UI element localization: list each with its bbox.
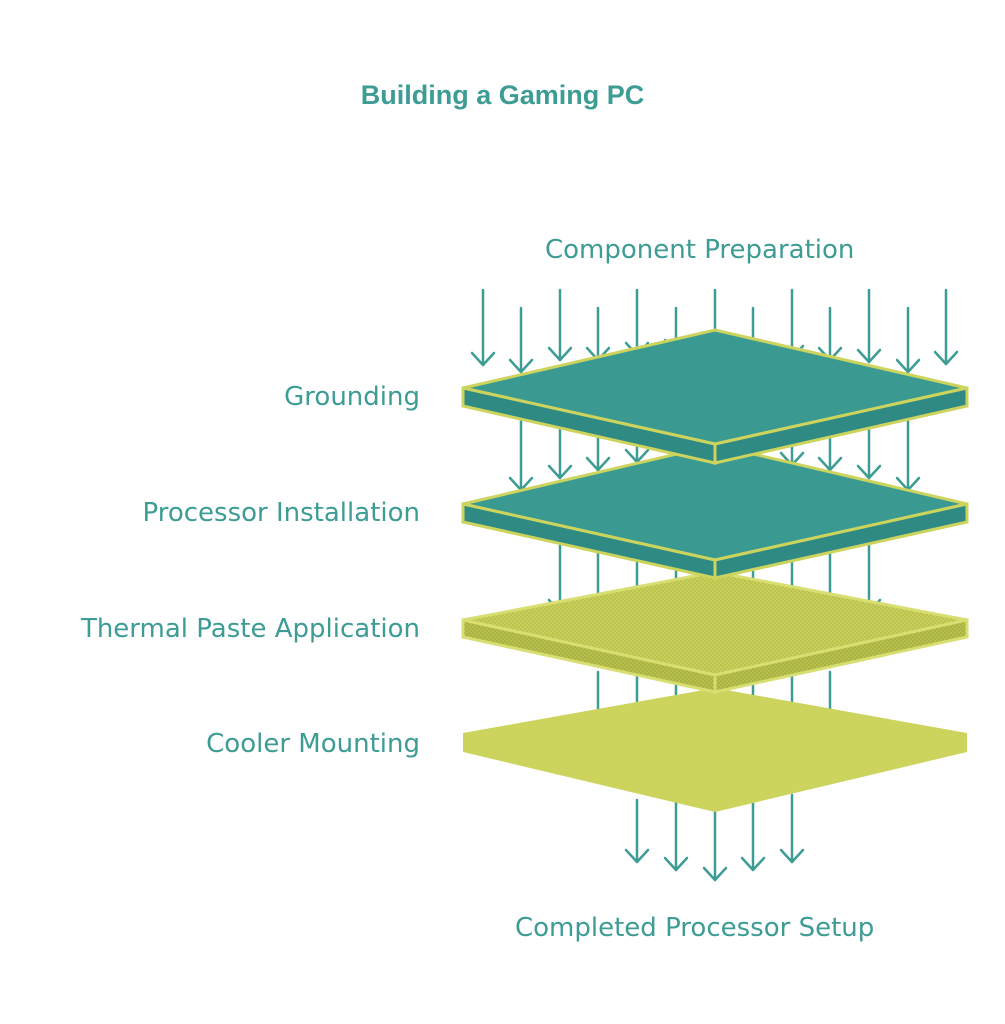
flow-arrow [740,798,766,872]
output-label: Completed Processor Setup [515,913,875,943]
flow-arrow [895,418,921,492]
input-label: Component Preparation [545,235,855,265]
layer-label-processor-installation: Processor Installation [142,498,421,528]
layer-grounding [461,328,969,465]
flow-arrow [508,306,534,374]
layer-cooler-mounting [463,688,967,812]
layer-label-thermal-paste-application: Thermal Paste Application [80,614,420,644]
flow-arrow [508,418,534,492]
layer-thermal-paste [461,570,969,694]
layer-processor-installation [461,443,969,580]
flow-arrow [933,288,959,366]
flow-arrow [547,288,573,362]
layer-label-cooler-mounting: Cooler Mounting [206,729,420,759]
flow-arrow [547,418,573,480]
layer-label-grounding: Grounding [284,382,420,412]
flow-arrow [779,793,805,864]
flow-arrow [817,306,843,362]
flow-arrow [624,798,650,864]
flow-arrow [585,306,611,362]
flow-arrow [856,288,882,364]
output-arrows [624,793,805,882]
flow-arrow [470,288,496,367]
diagram-title: Building a Gaming PC [360,80,645,110]
flow-arrow [663,798,689,872]
flow-arrow [702,810,728,882]
flow-arrow [895,306,921,374]
